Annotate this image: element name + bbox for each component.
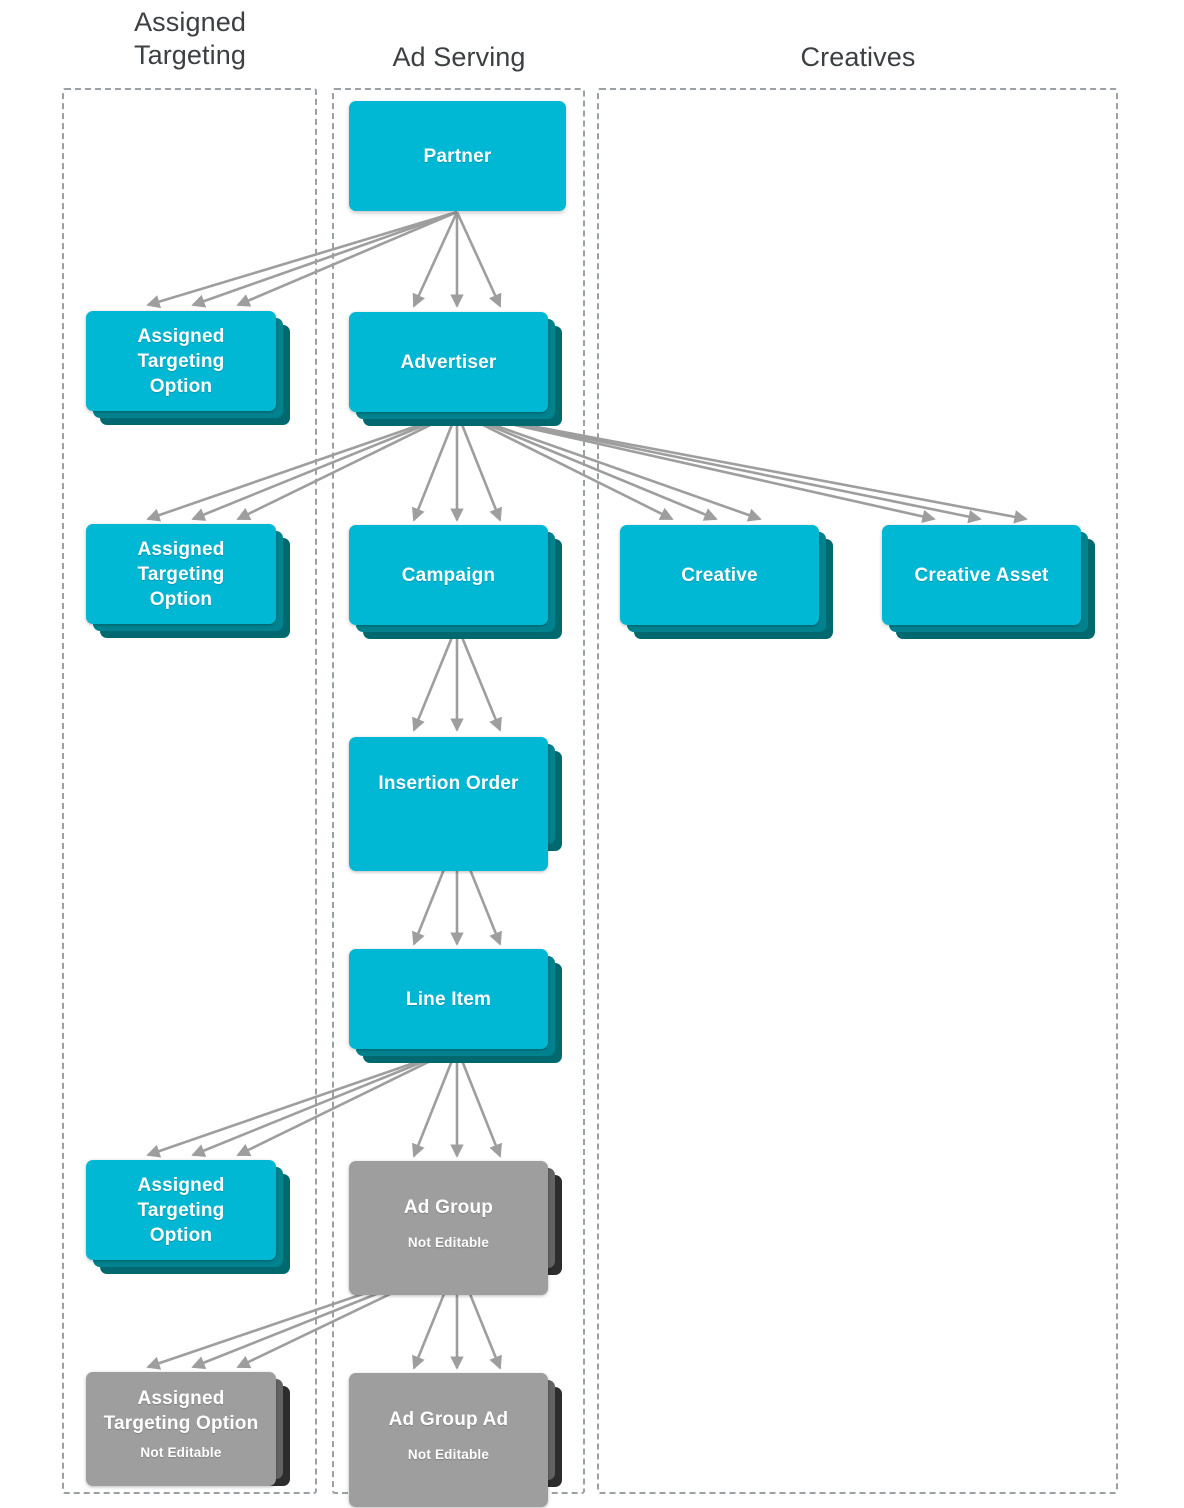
node-face[interactable]: Campaign: [349, 525, 548, 625]
node-ad-group-label: Ad Group: [403, 1197, 494, 1218]
node-partner-face[interactable]: Partner: [349, 101, 566, 211]
node-assigned-targeting-option-ad-group[interactable]: Assigned Targeting Option Not Editable: [86, 1372, 290, 1486]
node-campaign-label: Campaign: [401, 564, 496, 586]
node-face[interactable]: Ad Group Not Editable: [349, 1161, 548, 1295]
node-face[interactable]: Assigned Targeting Option Not Editable: [86, 1372, 276, 1486]
node-partner-label: Partner: [423, 145, 492, 167]
node-assigned-targeting-option-line-item[interactable]: Assigned Targeting Option: [86, 1160, 290, 1274]
node-face[interactable]: Line Item: [349, 949, 548, 1049]
node-label: Assigned Targeting Option: [103, 1388, 259, 1434]
lane-assigned-targeting: [62, 88, 317, 1494]
column-header-ad-serving: Ad Serving: [392, 42, 526, 72]
node-face[interactable]: Assigned Targeting Option: [86, 1160, 276, 1260]
node-assigned-targeting-option-advertiser[interactable]: Assigned Targeting Option: [86, 524, 290, 638]
node-insertion-order-label: Insertion Order: [378, 773, 519, 794]
node-face[interactable]: Ad Group Ad Not Editable: [349, 1373, 548, 1507]
node-advertiser[interactable]: Advertiser: [349, 312, 562, 426]
node-label: Assigned Targeting Option: [137, 325, 225, 397]
column-header-creatives: Creatives: [800, 42, 916, 72]
node-insertion-order[interactable]: Insertion Order: [349, 737, 562, 871]
node-campaign[interactable]: Campaign: [349, 525, 562, 639]
node-face[interactable]: Creative: [620, 525, 819, 625]
node-label: Assigned Targeting Option: [137, 1174, 225, 1246]
node-line-item-label: Line Item: [405, 988, 492, 1010]
column-header-line-1: Assigned: [134, 7, 246, 37]
node-creative-label: Creative: [681, 564, 758, 586]
node-face[interactable]: Assigned Targeting Option: [86, 524, 276, 624]
node-ad-group-ad-not-editable-badge: Not Editable: [407, 1447, 490, 1462]
node-label: Assigned Targeting Option: [137, 538, 225, 610]
node-ad-group-ad[interactable]: Ad Group Ad Not Editable: [349, 1373, 562, 1507]
node-ad-group[interactable]: Ad Group Not Editable: [349, 1161, 562, 1295]
node-assigned-targeting-option-partner[interactable]: Assigned Targeting Option: [86, 311, 290, 425]
node-face[interactable]: Advertiser: [349, 312, 548, 412]
node-face[interactable]: Insertion Order: [349, 737, 548, 871]
column-header-assigned-targeting: Assigned Targeting: [62, 6, 318, 72]
node-ad-group-not-editable-badge: Not Editable: [407, 1235, 490, 1250]
node-creative-asset-label: Creative Asset: [914, 564, 1049, 586]
node-creative[interactable]: Creative: [620, 525, 833, 639]
column-header-line-2: Targeting: [134, 40, 246, 70]
node-face[interactable]: Creative Asset: [882, 525, 1081, 625]
node-advertiser-label: Advertiser: [400, 351, 497, 373]
node-ad-group-ad-label: Ad Group Ad: [388, 1409, 509, 1430]
lane-creatives: [597, 88, 1118, 1494]
node-face[interactable]: Assigned Targeting Option: [86, 311, 276, 411]
node-line-item[interactable]: Line Item: [349, 949, 562, 1063]
node-creative-asset[interactable]: Creative Asset: [882, 525, 1095, 639]
node-partner[interactable]: Partner: [349, 101, 566, 211]
node-ato-not-editable-badge: Not Editable: [140, 1445, 222, 1460]
